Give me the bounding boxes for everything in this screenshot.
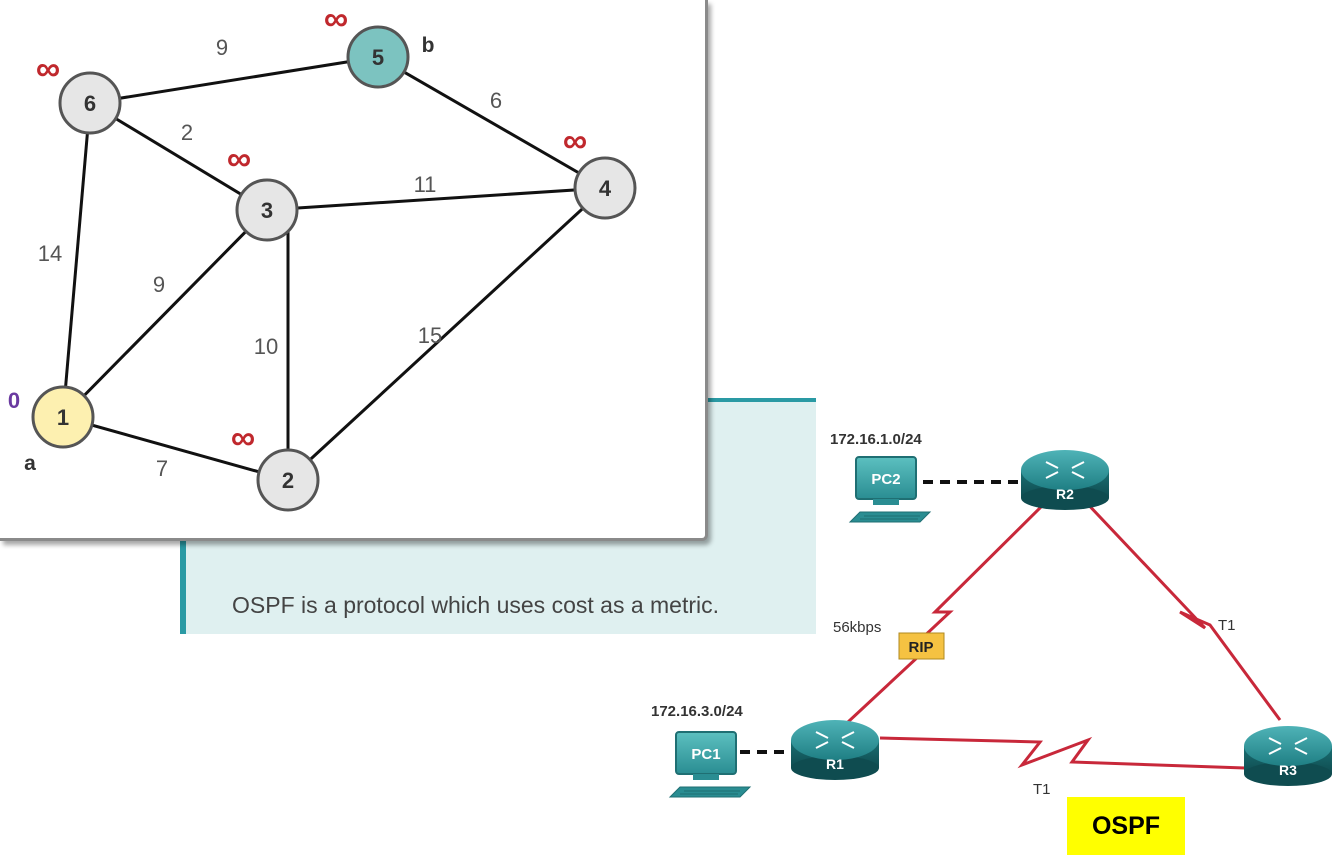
dijkstra-graph: 9 6 2 11 14 9 10 15 7 6 5 3	[8, 0, 637, 512]
router-arrows-icon	[1268, 737, 1308, 755]
link-label-r1-r2: 56kbps	[833, 619, 881, 636]
link-r2-r3	[1080, 496, 1282, 721]
node-1-label: 1	[57, 405, 69, 430]
edge-1-3	[61, 208, 269, 419]
caption-text: OSPF is a protocol which uses cost as a …	[232, 592, 720, 618]
weight-6-3: 2	[181, 120, 193, 145]
weight-2-4: 15	[418, 323, 442, 348]
node-6: 6	[58, 71, 122, 135]
node-5-label: 5	[372, 45, 384, 70]
weight-1-2: 7	[156, 456, 168, 481]
node-4-label: 4	[599, 176, 612, 201]
router-r3: R3	[1244, 726, 1332, 786]
node-3-label: 3	[261, 198, 273, 223]
distance-node-4: ∞	[563, 122, 587, 160]
weight-5-4: 6	[490, 88, 502, 113]
link-label-r2-r3: T1	[1218, 617, 1236, 634]
edge-5-4	[377, 55, 606, 190]
router-arrows-icon	[1045, 461, 1085, 479]
node-5: 5	[346, 25, 410, 89]
node-1: 1	[31, 385, 95, 449]
edge-6-3	[89, 101, 268, 212]
keyboard-icon	[680, 790, 740, 795]
weight-6-1: 14	[38, 241, 62, 266]
distance-node-3: ∞	[227, 140, 251, 178]
pc-pc1: PC1	[668, 731, 752, 798]
node-2-label: 2	[282, 468, 294, 493]
router-r2-label: R2	[1056, 486, 1074, 502]
distance-node-6: ∞	[36, 50, 60, 88]
weight-3-2: 10	[254, 334, 278, 359]
network-address-pc2: 172.16.1.0/24	[830, 431, 922, 448]
edge-6-1	[61, 102, 92, 418]
source-node-name: a	[24, 452, 36, 475]
weight-3-4: 11	[414, 172, 437, 197]
node-4: 4	[573, 156, 637, 220]
router-r2: R2	[1021, 450, 1109, 510]
link-r1-r3	[879, 736, 1246, 770]
edge-6-5	[89, 55, 379, 105]
node-6-label: 6	[84, 91, 96, 116]
link-label-r1-r3: T1	[1033, 781, 1051, 798]
rip-tag: RIP	[898, 632, 945, 660]
router-r1: R1	[791, 720, 879, 780]
edge-1-2	[62, 415, 289, 482]
node-3: 3	[235, 178, 299, 242]
edge-2-4	[286, 186, 607, 482]
pc-pc1-label: PC1	[691, 746, 720, 763]
rip-tag-label: RIP	[908, 639, 933, 656]
distance-node-5: ∞	[324, 0, 348, 38]
weight-6-5: 9	[216, 35, 228, 60]
distance-node-2: ∞	[231, 419, 255, 457]
router-r1-label: R1	[826, 756, 844, 772]
ospf-title-badge: OSPF	[1067, 797, 1185, 855]
pc-pc2-label: PC2	[871, 471, 900, 488]
node-2: 2	[256, 448, 320, 512]
router-arrows-icon	[815, 731, 855, 749]
network-address-pc1: 172.16.3.0/24	[651, 703, 743, 720]
router-r3-label: R3	[1279, 762, 1297, 778]
target-node-name: b	[422, 34, 435, 57]
keyboard-icon	[860, 515, 920, 520]
pc-pc2: PC2	[848, 456, 932, 523]
weight-1-3: 9	[153, 272, 165, 297]
distance-node-1: 0	[8, 388, 20, 413]
graph-card: 9 6 2 11 14 9 10 15 7 6 5 3	[0, 0, 708, 541]
link-r1-r2	[846, 498, 1050, 724]
edge-3-4	[266, 186, 606, 212]
